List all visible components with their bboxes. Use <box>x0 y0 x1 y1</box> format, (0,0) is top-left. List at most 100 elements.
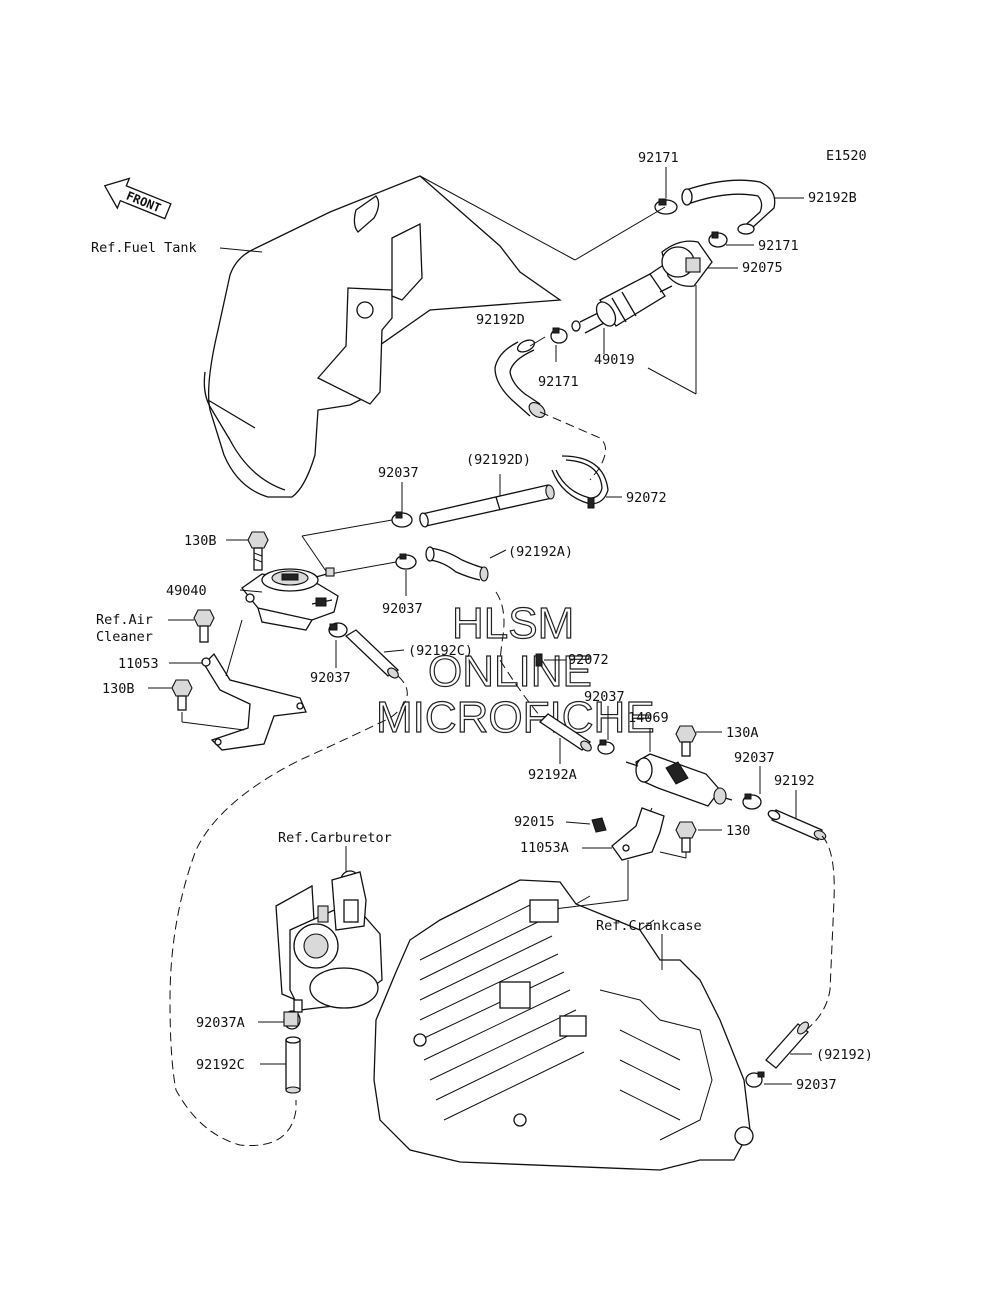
label-92075[interactable]: 92075 <box>742 260 783 276</box>
hose-92192A-top <box>425 546 489 582</box>
leader-pump-a <box>301 519 393 537</box>
label-92037-c[interactable]: 92037 <box>310 670 351 686</box>
watermark: HLSM ONLINE MICROFICHE <box>375 598 655 742</box>
diagram-code: E1520 <box>826 148 867 164</box>
leader-92192A-top <box>489 549 507 559</box>
hose-92192A-lower <box>538 713 592 752</box>
fuel-filter-14069 <box>625 753 733 807</box>
fuel-line-route-2 <box>169 675 408 1147</box>
label-92192D-ref[interactable]: (92192D) <box>466 452 531 468</box>
ref-air-cleaner-label-1: Ref.Air <box>96 612 153 628</box>
clamp-92171-lower <box>550 327 568 344</box>
label-14069[interactable]: 14069 <box>628 710 669 726</box>
filter-holder-92075 <box>661 240 713 287</box>
label-92037-a[interactable]: 92037 <box>378 465 419 481</box>
watermark-line-2: ONLINE <box>428 647 592 696</box>
fuel-line-route-3 <box>495 591 541 717</box>
hose-92192 <box>767 809 827 841</box>
fuel-filter-49019 <box>571 263 673 334</box>
clamp-92037-e <box>742 793 762 810</box>
leader-92192D <box>529 336 546 347</box>
leader-130B-lower-c <box>181 721 245 731</box>
clamp-92037-b <box>395 553 417 570</box>
hose-92192D <box>494 339 546 418</box>
label-92072-a[interactable]: 92072 <box>626 490 667 506</box>
label-92037-f[interactable]: 92037 <box>796 1077 837 1093</box>
bolt-130B-lower <box>171 679 193 711</box>
fuel-pump-49040 <box>241 567 339 631</box>
bolt-130A <box>675 725 697 757</box>
crankcase-drawing <box>373 879 754 1171</box>
label-92037-b[interactable]: 92037 <box>382 601 423 617</box>
label-92037A[interactable]: 92037A <box>196 1015 245 1031</box>
clamp-92037-a <box>391 511 413 528</box>
ref-crankcase-label: Ref.Crankcase <box>596 918 702 934</box>
bracket-11053 <box>201 652 307 751</box>
label-92072-b[interactable]: 92072 <box>568 652 609 668</box>
leader-bracket-pump <box>225 619 243 677</box>
fuel-line-route-1 <box>539 411 606 481</box>
bolt-130 <box>675 821 697 853</box>
hose-92192C-lower <box>285 1036 301 1094</box>
label-92192A[interactable]: 92192A <box>528 767 577 783</box>
label-92192[interactable]: 92192 <box>774 773 815 789</box>
ref-fuel-tank-label: Ref.Fuel Tank <box>91 240 197 256</box>
bolt-130B-top <box>247 531 269 571</box>
label-49019[interactable]: 49019 <box>594 352 635 368</box>
label-92171-right[interactable]: 92171 <box>758 238 799 254</box>
leader-130-c <box>659 851 687 859</box>
label-92037-e[interactable]: 92037 <box>734 750 775 766</box>
label-49040[interactable]: 49040 <box>166 583 207 599</box>
leader-49019-a <box>647 367 697 395</box>
bracket-11053A <box>611 807 665 861</box>
hose-92192B <box>681 179 776 235</box>
ref-carburetor-label: Ref.Carburetor <box>278 830 392 846</box>
leader-pump-c <box>329 561 397 575</box>
label-92192C-ref[interactable]: (92192C) <box>408 643 473 659</box>
label-130B-lower[interactable]: 130B <box>102 681 135 697</box>
label-130[interactable]: 130 <box>726 823 750 839</box>
label-11053[interactable]: 11053 <box>118 656 159 672</box>
hose-92192-lower <box>765 1021 809 1069</box>
clamp-92037-f <box>745 1071 765 1088</box>
label-92037-d[interactable]: 92037 <box>584 689 625 705</box>
hose-92192C-short <box>344 629 400 679</box>
leader-pump-b <box>301 535 329 575</box>
label-92192D[interactable]: 92192D <box>476 312 525 328</box>
carburetor-drawing <box>275 870 383 1013</box>
clamp-92171-top <box>654 198 678 215</box>
fuel-tank-drawing <box>203 175 576 498</box>
label-11053A[interactable]: 11053A <box>520 840 569 856</box>
label-92171-top[interactable]: 92171 <box>638 150 679 166</box>
watermark-line-1: HLSM <box>452 599 574 648</box>
label-92015[interactable]: 92015 <box>514 814 555 830</box>
leader-11053A-crank <box>545 899 629 911</box>
label-92192B[interactable]: 92192B <box>808 190 857 206</box>
leader-fuel-tank <box>219 247 263 253</box>
leader-92192C-short <box>383 649 405 653</box>
clamp-92171-right <box>708 231 728 248</box>
clamp-92037A <box>283 1010 301 1030</box>
ref-air-cleaner-label-2: Cleaner <box>96 629 153 645</box>
label-130A[interactable]: 130A <box>726 725 759 741</box>
clamp-92037-c <box>328 622 348 638</box>
fuel-line-route-4 <box>795 835 835 1041</box>
bolt-air-cleaner <box>193 609 215 643</box>
front-direction-arrow: FRONT <box>103 177 172 220</box>
hose-92192D-long <box>419 484 555 528</box>
leader-49040 <box>239 589 263 593</box>
band-clip-92072 <box>551 455 609 509</box>
label-92171-lower[interactable]: 92171 <box>538 374 579 390</box>
label-92192A-ref[interactable]: (92192A) <box>508 544 573 560</box>
clip-92015 <box>591 817 607 833</box>
leader-92015 <box>565 821 591 825</box>
label-92192-ref[interactable]: (92192) <box>816 1047 873 1063</box>
clip-92072-lower <box>535 653 543 667</box>
label-92192C[interactable]: 92192C <box>196 1057 245 1073</box>
watermark-line-3: MICROFICHE <box>376 693 655 742</box>
label-130B-top[interactable]: 130B <box>184 533 217 549</box>
clamp-92037-d <box>597 739 615 755</box>
leader-tank-to-clamp <box>574 206 666 261</box>
